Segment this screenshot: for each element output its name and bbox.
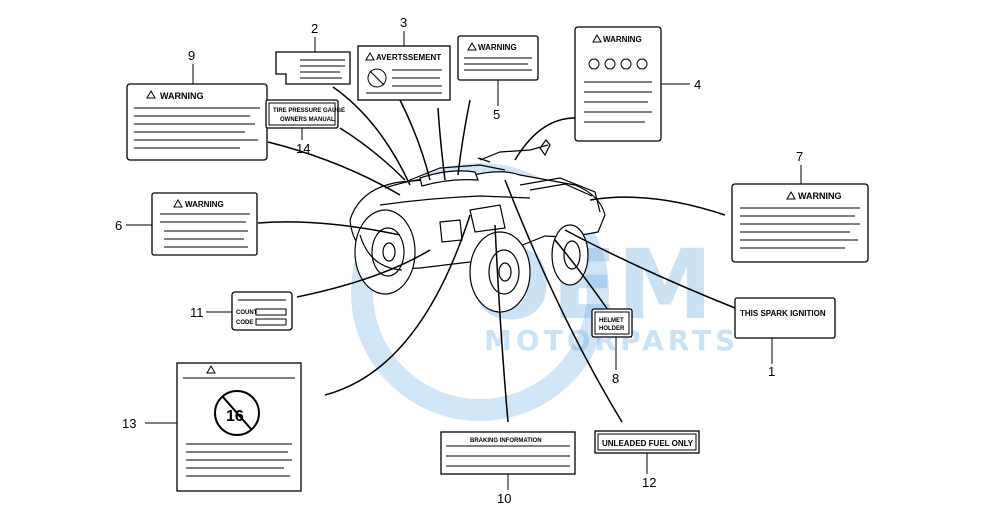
pictogram-icon [604, 58, 616, 70]
label-12-unleaded-fuel: UNLEADED FUEL ONLY [594, 430, 700, 454]
label-4-title: WARNING [603, 35, 642, 44]
label-11-code: CODE [236, 320, 253, 326]
callout-14: 14 [296, 141, 310, 156]
label-1-text: THIS SPARK IGNITION [740, 309, 826, 318]
warning-triangle-icon [467, 41, 477, 51]
label-3-avertissement: AVERTSSEMENT [357, 45, 451, 101]
label-11-count: COUNT [236, 310, 258, 316]
label-11-count-code: COUNT CODE [231, 291, 293, 331]
label-9-warning: WARNING [126, 83, 268, 161]
callout-8: 8 [612, 371, 619, 386]
label-6-warning: WARNING [151, 192, 258, 256]
label-4-warning-pictograms: WARNING [574, 26, 662, 142]
label-7-warning: WARNING [731, 183, 869, 263]
label-10-title: BRAKING INFORMATION [470, 438, 542, 444]
callout-2: 2 [311, 21, 318, 36]
callout-13: 13 [122, 416, 136, 431]
label-7-title: WARNING [798, 191, 842, 201]
label-13-age: 16 [226, 408, 244, 425]
label-5-title: WARNING [478, 43, 517, 52]
callout-7: 7 [796, 149, 803, 164]
callout-5: 5 [493, 107, 500, 122]
label-14-line2: OWNERS MANUAL [280, 117, 335, 123]
pictogram-icon [636, 58, 648, 70]
atv-illustration [349, 139, 606, 313]
label-1-spark-ignition: THIS SPARK IGNITION [734, 297, 836, 339]
warning-triangle-icon [592, 33, 602, 43]
label-9-title: WARNING [160, 91, 204, 101]
callout-11: 11 [190, 305, 204, 320]
label-6-title: WARNING [185, 200, 224, 209]
label-12-text: UNLEADED FUEL ONLY [602, 439, 694, 448]
label-2-tag [275, 51, 351, 85]
label-3-title: AVERTSSEMENT [376, 53, 441, 62]
warning-triangle-icon [206, 364, 216, 374]
warning-triangle-icon [786, 190, 796, 200]
callout-10: 10 [497, 491, 511, 506]
label-5-warning: WARNING [457, 35, 539, 81]
label-8-line1: HELMET [599, 318, 624, 324]
label-8-line2: HOLDER [599, 326, 625, 332]
callout-4: 4 [694, 77, 701, 92]
label-14-tire-pressure: TIRE PRESSURE GAUGE OWNERS MANUAL [265, 99, 345, 129]
callout-3: 3 [400, 15, 407, 30]
callout-6: 6 [115, 218, 122, 233]
prohibited-icon [367, 68, 387, 88]
callout-1: 1 [768, 364, 775, 379]
label-8-helmet-holder: HELMET HOLDER [591, 308, 633, 338]
warning-triangle-icon [146, 89, 156, 99]
pictogram-icon [588, 58, 600, 70]
label-13-age-warning: 16 [176, 362, 302, 492]
pictogram-icon [620, 58, 632, 70]
label-14-line1: TIRE PRESSURE GAUGE [273, 108, 345, 114]
leader-lines [257, 86, 736, 423]
warning-triangle-icon [365, 51, 375, 61]
callout-12: 12 [642, 475, 656, 490]
callout-9: 9 [188, 48, 195, 63]
label-10-braking-info: BRAKING INFORMATION [440, 431, 576, 475]
warning-triangle-icon [173, 198, 183, 208]
